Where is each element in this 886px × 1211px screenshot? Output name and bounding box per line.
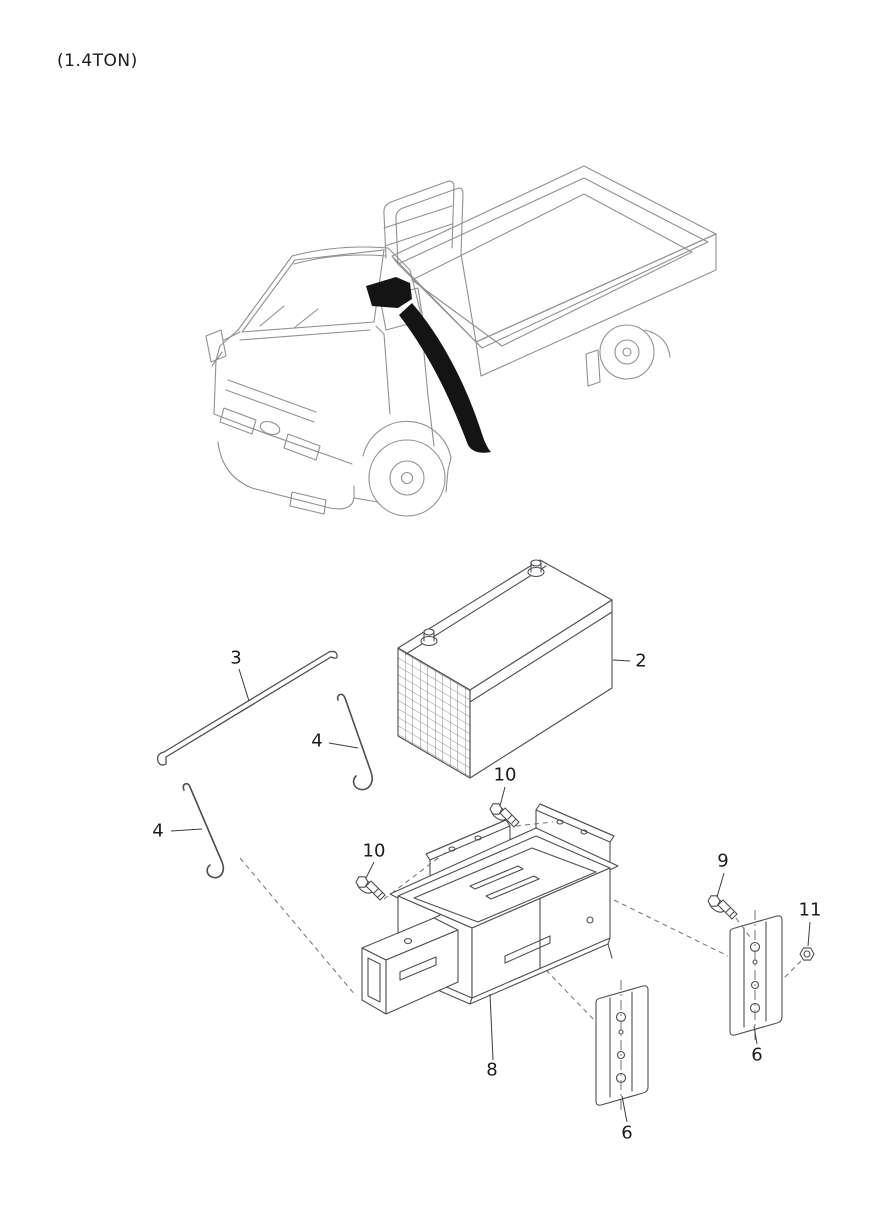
bolt-10-upper-illustration xyxy=(489,803,520,828)
bracket-centerlines xyxy=(620,910,756,1114)
battery-terminal-rear xyxy=(530,559,542,567)
bracket-lower-illustration xyxy=(595,985,649,1106)
holddown-rod-lower xyxy=(182,782,225,879)
callout-holddown-frame: 3 xyxy=(230,647,242,669)
bolt-9-illustration xyxy=(707,895,738,920)
callout-rod-lower: 4 xyxy=(152,820,164,842)
callout-tray: 8 xyxy=(486,1059,498,1081)
callout-battery: 2 xyxy=(635,650,647,672)
location-arrow xyxy=(399,303,491,453)
battery-illustration xyxy=(397,559,613,779)
battery-terminal-front xyxy=(423,628,435,636)
callout-bolt-lower: 10 xyxy=(362,840,386,862)
leader-lines xyxy=(170,659,811,1123)
callout-rod-upper: 4 xyxy=(311,730,323,752)
callout-bolt-upper: 10 xyxy=(493,764,517,786)
nut-11-illustration xyxy=(799,947,815,961)
battery-tray-illustration xyxy=(361,803,619,1015)
holddown-frame-illustration xyxy=(156,650,338,766)
callout-bracket-lower: 6 xyxy=(621,1122,633,1144)
callout-bracket-right: 6 xyxy=(751,1044,763,1066)
variant-label: (1.4TON) xyxy=(57,51,138,71)
connector-lines xyxy=(239,821,802,1023)
bracket-right-illustration xyxy=(729,915,783,1036)
callout-bolt-9: 9 xyxy=(717,850,729,872)
battery-location-marker xyxy=(366,277,412,308)
bolt-10-lower-illustration xyxy=(355,876,386,901)
callout-nut-11: 11 xyxy=(798,899,822,921)
truck-illustration xyxy=(205,165,717,517)
holddown-rod-upper xyxy=(336,693,373,791)
